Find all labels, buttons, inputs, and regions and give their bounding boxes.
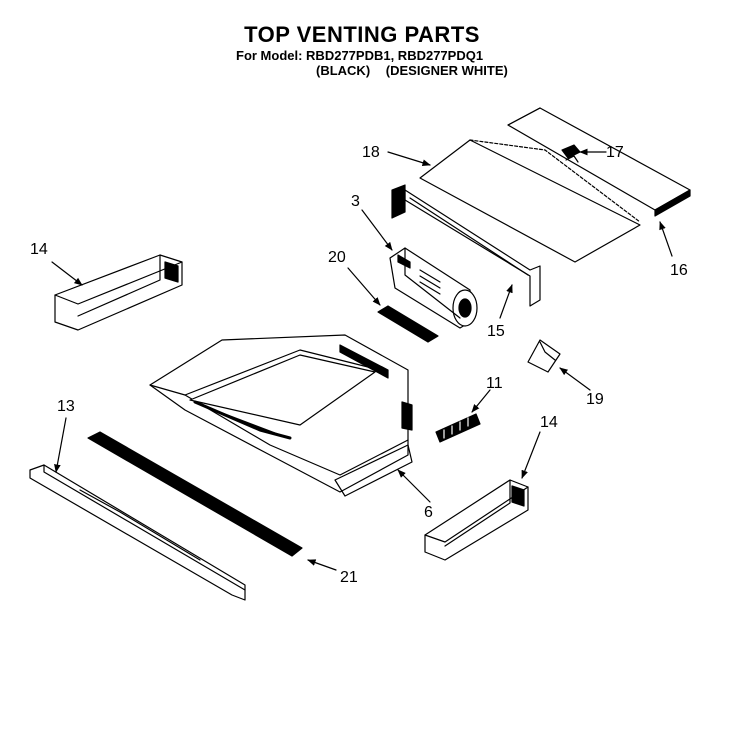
part-19-bracket: [527, 339, 561, 373]
callout-14-right: 14: [540, 414, 558, 431]
part-16-top-panel: [507, 107, 691, 217]
model-line: For Model: RBD277PDB1, RBD277PDQ1: [236, 48, 484, 63]
callout-18: 18: [362, 144, 380, 161]
callout-14-left: 14: [30, 241, 48, 258]
part-15-bracket: [391, 184, 541, 307]
part-17-clip: [561, 144, 581, 163]
callout-15: 15: [487, 323, 505, 340]
part-14-right-bracket: [424, 479, 529, 561]
part-14-left-bracket: [54, 254, 183, 331]
part-18-sheet: [419, 139, 641, 263]
model-variants: (BLACK) (DESIGNER WHITE): [316, 63, 508, 78]
callout-21: 21: [340, 569, 358, 586]
page-title: TOP VENTING PARTS: [244, 22, 480, 47]
callout-6: 6: [424, 504, 433, 521]
part-13-trim: [29, 464, 246, 601]
callout-20: 20: [328, 249, 346, 266]
part-3-blower: [389, 247, 478, 329]
callout-11: 11: [486, 375, 503, 392]
variant-black: (BLACK): [316, 63, 371, 78]
callout-19: 19: [586, 391, 604, 408]
part-21-strip: [87, 431, 303, 557]
callout-16: 16: [670, 262, 688, 279]
leader-lines: [51, 148, 673, 571]
part-20-strip: [377, 305, 439, 343]
callout-17: 17: [606, 144, 624, 161]
part-11-connector: [435, 413, 481, 443]
callout-3: 3: [351, 193, 360, 210]
variant-white: (DESIGNER WHITE): [385, 63, 508, 78]
callout-13: 13: [57, 398, 75, 415]
part-6-duct-hood: [149, 334, 413, 497]
